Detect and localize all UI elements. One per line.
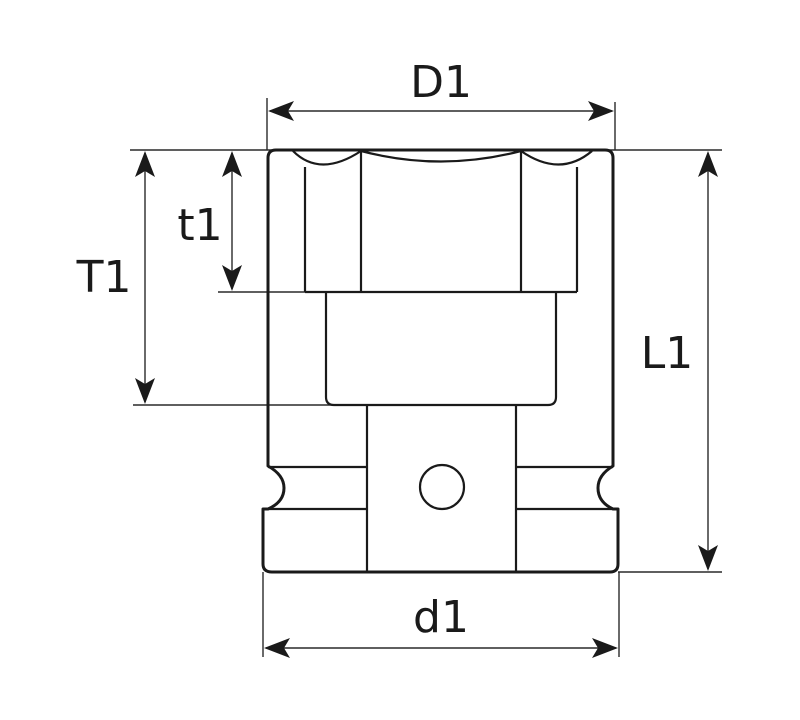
arrow-up-icon [698, 151, 718, 177]
dimension-D1: D1 [268, 57, 614, 121]
pin-hole-icon [418, 463, 466, 511]
t1-label: t1 [177, 200, 222, 251]
dimension-T1: T1 [76, 151, 155, 404]
arrow-right-icon [592, 638, 618, 658]
arrow-right-icon [588, 101, 614, 121]
dimension-L1: L1 [641, 151, 718, 571]
dimension-d1: d1 [264, 592, 618, 658]
arrow-left-icon [268, 101, 294, 121]
arrow-up-icon [135, 151, 155, 177]
D1-label: D1 [410, 57, 472, 108]
L1-label: L1 [641, 328, 694, 379]
hex-socket-top-arcs [292, 149, 593, 166]
T1-label: T1 [76, 252, 132, 303]
arrow-down-icon [698, 545, 718, 571]
dimension-t1: t1 [177, 151, 242, 291]
arrow-down-icon [222, 265, 242, 291]
relief-bore [324, 292, 558, 407]
socket-outer-profile [261, 148, 620, 574]
d1-label: d1 [413, 592, 469, 643]
socket-body [261, 148, 620, 574]
arrow-up-icon [222, 151, 242, 177]
arrow-down-icon [135, 378, 155, 404]
arrow-left-icon [264, 638, 290, 658]
